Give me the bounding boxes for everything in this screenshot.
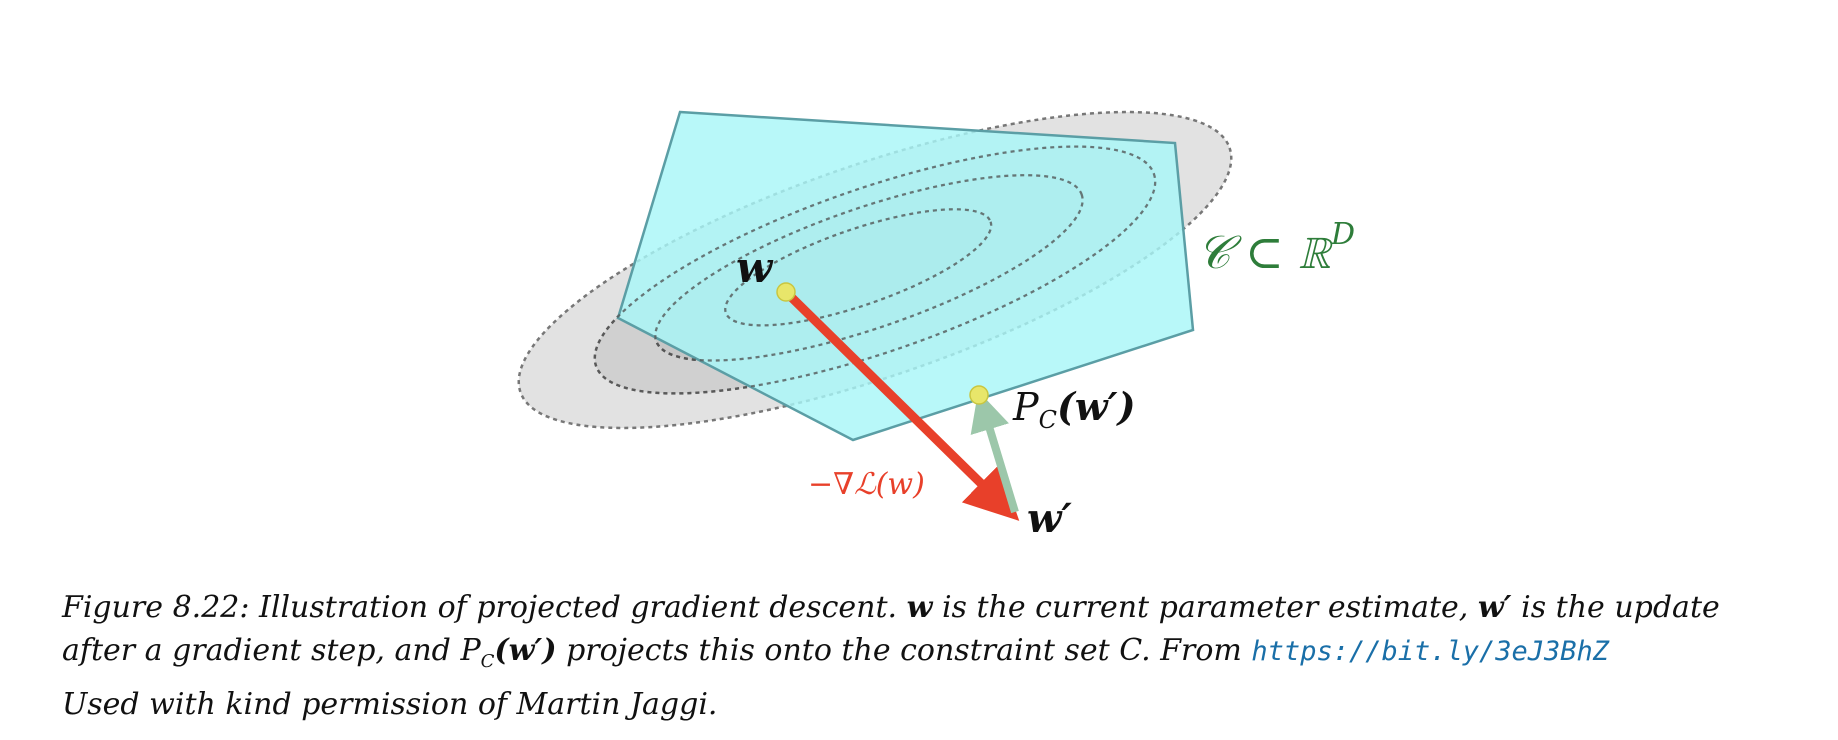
label-w-prime: w′ [1027,495,1072,542]
projected-gradient-diagram: w w′ PC(w′) −∇ℒ(w) 𝒞 ⊂ ℝD [517,110,1355,542]
caption-line-2: after a gradient step, and PC(w′) projec… [62,633,1610,672]
point-projection [969,385,989,405]
gradient-step-arrow [782,288,1020,521]
label-w: w [736,243,774,292]
projection-arrow [970,390,1019,514]
figure-caption: Figure 8.22: Illustration of projected g… [62,586,1782,726]
point-w [776,282,796,302]
label-projection: PC(w′) [1012,384,1136,434]
label-constraint-set: 𝒞 ⊂ ℝD [1197,217,1355,279]
caption-line-3: Used with kind permission of Martin Jagg… [62,687,718,722]
label-gradient: −∇ℒ(w) [808,467,925,502]
source-link[interactable]: https://bit.ly/3eJ3BhZ [1251,636,1610,667]
constraint-set-polygon [616,110,1195,442]
caption-line-1: Figure 8.22: Illustration of projected g… [62,590,1720,625]
